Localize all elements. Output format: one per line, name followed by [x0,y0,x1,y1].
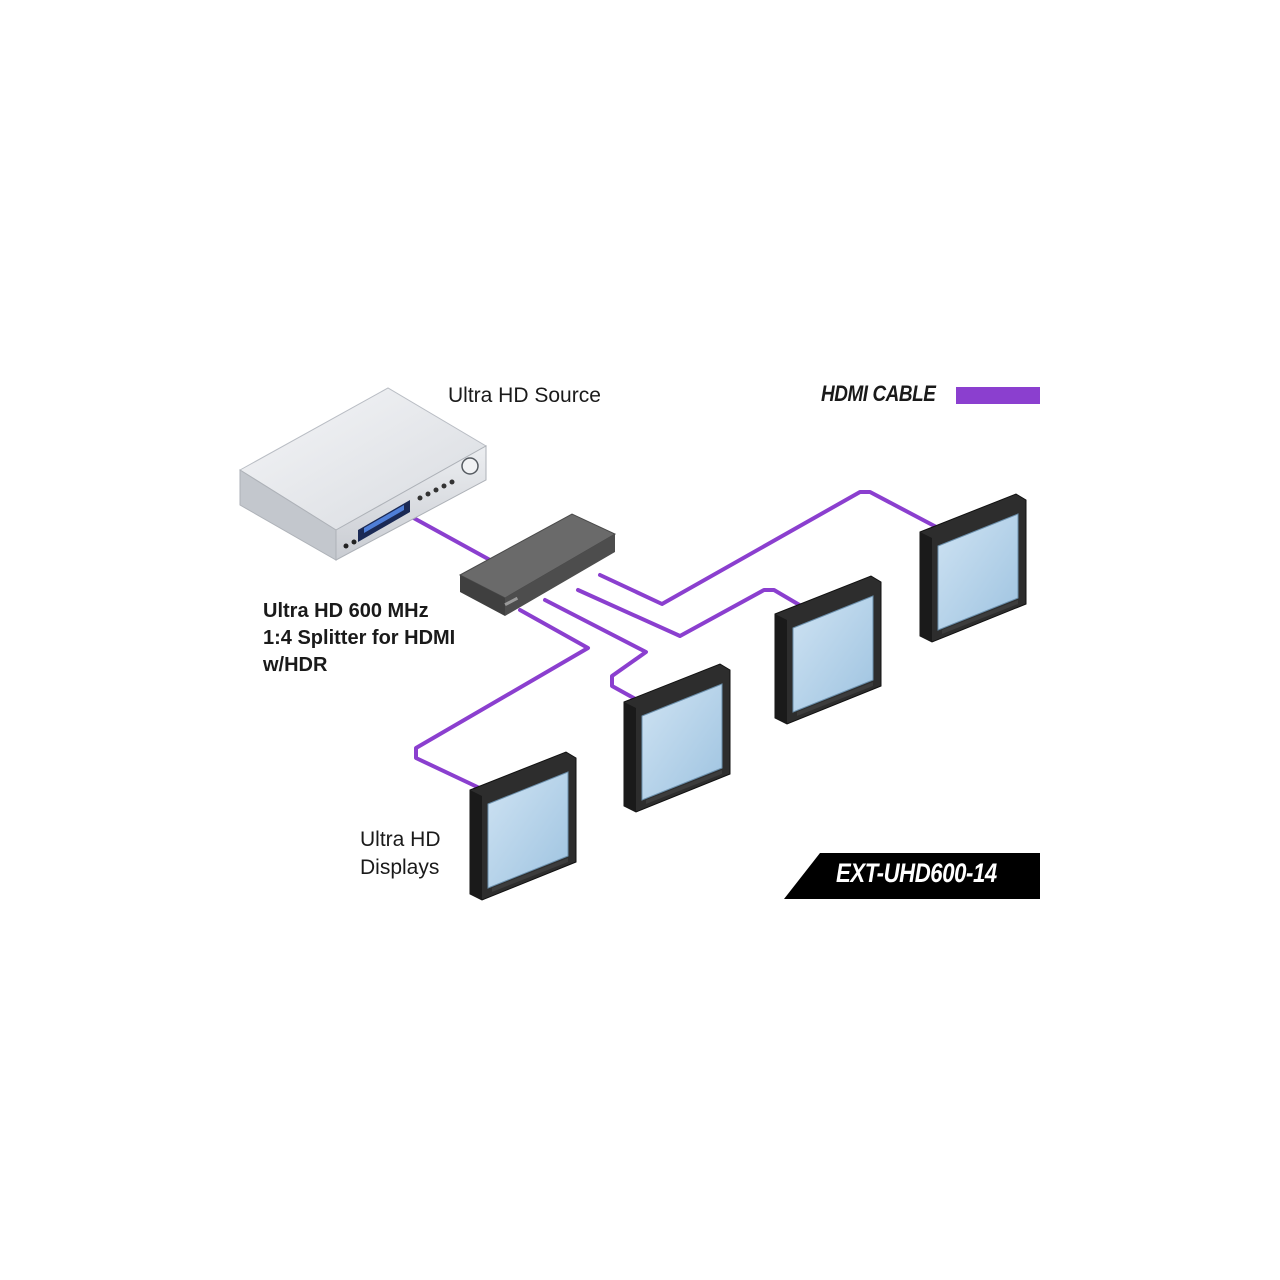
source-display-glow [364,505,404,533]
splitter-front [460,575,505,616]
display-bottom-bar [797,682,873,716]
cable-splitter-to-display-1 [414,608,590,794]
source-label: Ultra HD Source [448,384,601,407]
cable-splitter-to-display-4 [598,490,944,606]
source-button-5 [449,479,455,485]
splitter-side [505,534,615,616]
display-3 [774,575,882,725]
model-number: EXT-UHD600-14 [836,858,997,888]
cable-splitter-to-display-2 [543,598,650,708]
source-button-2 [425,491,431,497]
hdmi-cables [408,490,944,794]
source-jack-1 [343,543,349,549]
source-jack-2 [351,539,357,545]
ultra-hd-source-device [239,387,488,561]
display-bezel-side [920,532,932,642]
splitter-logo [504,596,519,607]
display-screen [487,771,569,889]
ultra-hd-displays [469,493,1027,901]
source-volume-knob [461,457,479,475]
source-button-1 [417,495,423,501]
splitter-label-line-2: 1:4 Splitter for HDMI [263,627,456,649]
model-badge [784,853,1040,899]
display-bottom-bar [646,770,722,804]
cable-splitter-to-display-3 [576,588,810,638]
display-bezel-side [624,702,636,812]
cable-source-to-splitter [408,514,492,562]
display-bezel-side [470,790,482,900]
splitter-label-line-1: Ultra HD 600 MHz [263,600,429,622]
source-button-4 [441,483,447,489]
displays-label-line-2: Displays [360,856,440,879]
legend-hdmi-cable-text: HDMI CABLE [821,381,936,406]
display-bottom-bar [492,858,568,892]
legend-hdmi-cable-swatch [956,387,1040,404]
display-bottom-bar [942,600,1018,634]
display-4 [919,493,1027,643]
display-1 [469,751,577,901]
source-button-3 [433,487,439,493]
displays-label-line-1: Ultra HD [360,828,441,851]
display-2 [623,663,731,813]
display-screen [641,683,723,801]
splitter-device [458,513,617,616]
display-screen [792,595,874,713]
display-bezel-side [775,614,787,724]
splitter-label-line-3: w/HDR [263,654,328,676]
display-screen [937,513,1019,631]
displays-label: Ultra HD Displays [360,826,470,882]
splitter-label: Ultra HD 600 MHz 1:4 Splitter for HDMI w… [263,598,503,679]
model-badge-shape [784,853,1040,899]
